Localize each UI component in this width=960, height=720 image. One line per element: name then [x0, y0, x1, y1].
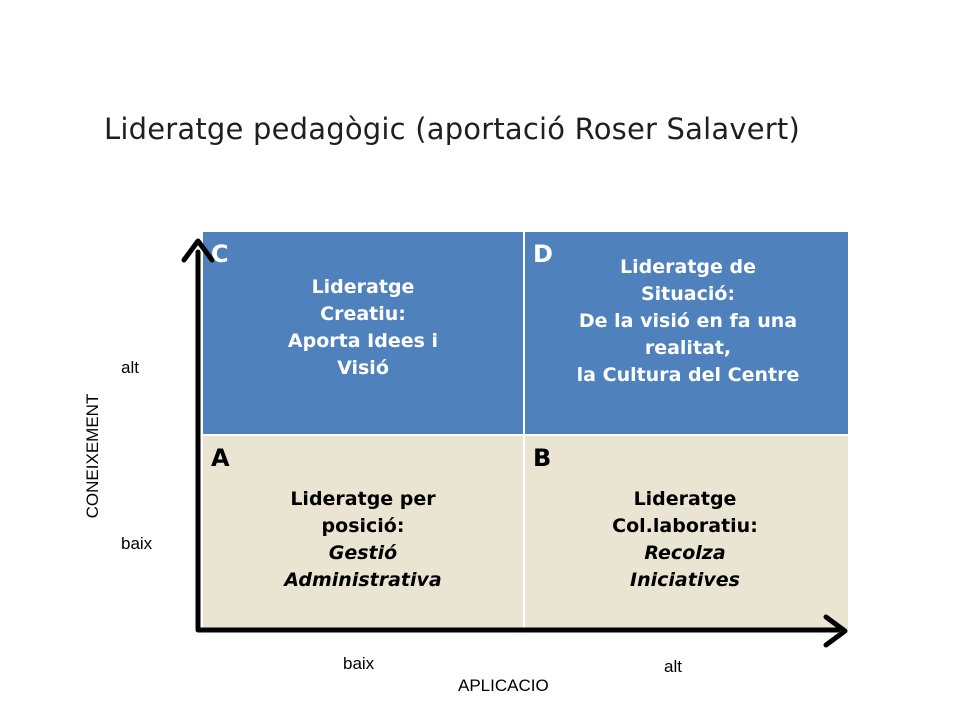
quadrant-c-text: Lideratge Creatiu: Aporta Idees i Visió: [253, 274, 473, 382]
quadrant-d-line: Situació:: [640, 283, 736, 305]
quadrant-a-line: posició:: [321, 515, 405, 537]
x-axis-high-label: alt: [664, 657, 682, 676]
x-axis-low-label: baix: [343, 654, 375, 673]
quadrant-b-text: Lideratge Col.laboratiu: Recolza Iniciat…: [565, 486, 805, 594]
quadrant-b-line: Iniciatives: [630, 569, 740, 591]
y-axis-arrow-icon: [181, 238, 215, 263]
quadrant-d-line: Lideratge de: [620, 256, 756, 278]
quadrant-d-text: Lideratge de Situació: De la visió en fa…: [533, 254, 843, 389]
y-axis-title: CONEIXEMENT: [83, 393, 102, 519]
y-axis-high-label: alt: [121, 358, 139, 377]
quadrant-d-line: realitat,: [644, 337, 732, 359]
quadrant-b: B Lideratge Col.laboratiu: Recolza Inici…: [525, 436, 848, 630]
quadrant-a-line: Administrativa: [284, 569, 442, 591]
quadrant-d-letter: D: [533, 240, 553, 268]
quadrant-c-letter: C: [211, 240, 229, 268]
x-axis-arrow-icon: [823, 614, 848, 648]
quadrant-d: D Lideratge de Situació: De la visió en …: [525, 232, 848, 436]
quadrant-b-line: Lideratge: [633, 488, 737, 510]
quadrant-a-line: Lideratge per: [290, 488, 436, 510]
quadrant-a: A Lideratge per posició: Gestió Administ…: [203, 436, 525, 630]
quadrant-c-line: Creatiu:: [320, 303, 406, 325]
quadrant-c: C Lideratge Creatiu: Aporta Idees i Visi…: [203, 232, 525, 436]
quadrant-c-line: Aporta Idees i: [287, 330, 439, 352]
quadrant-c-line: Visió: [337, 357, 389, 379]
quadrant-a-line: Gestió: [328, 542, 398, 564]
quadrant-a-letter: A: [211, 444, 230, 472]
quadrant-b-line: Recolza: [644, 542, 726, 564]
page-title: Lideratge pedagògic (aportació Roser Sal…: [104, 112, 800, 146]
quadrant-c-line: Lideratge: [311, 276, 415, 298]
x-axis-title: APLICACIO: [458, 676, 549, 695]
y-axis-low-label: baix: [121, 534, 153, 553]
quadrant-d-line: la Cultura del Centre: [576, 364, 800, 386]
quadrant-b-letter: B: [533, 444, 552, 472]
quadrant-a-text: Lideratge per posició: Gestió Administra…: [253, 486, 473, 594]
quadrant-b-line: Col.laboratiu:: [612, 515, 758, 537]
quadrant-d-line: De la visió en fa una: [578, 310, 798, 332]
quadrant-matrix: C Lideratge Creatiu: Aporta Idees i Visi…: [203, 232, 848, 630]
